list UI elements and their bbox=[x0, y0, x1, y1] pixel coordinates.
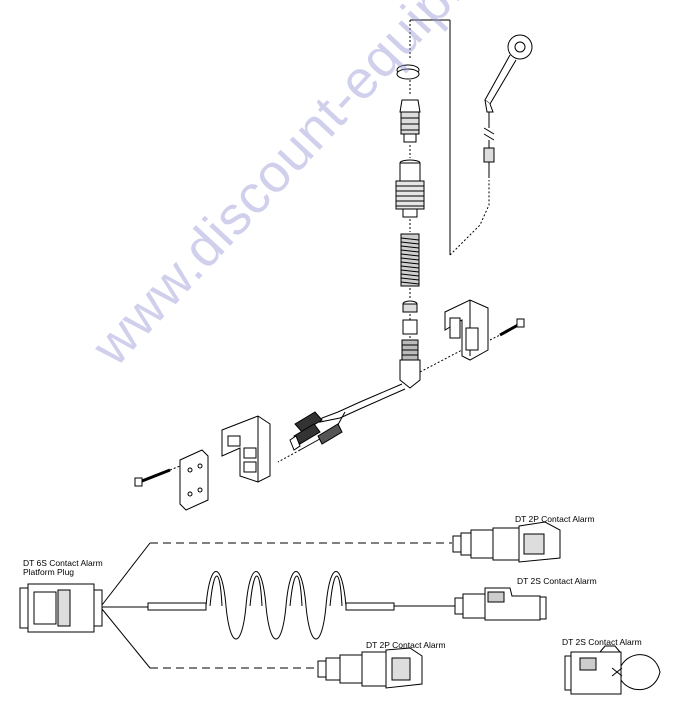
dt2s-connector-right bbox=[564, 645, 661, 695]
label-dt2p-bottom: DT 2P Contact Alarm bbox=[366, 640, 446, 650]
left-screw bbox=[134, 465, 181, 487]
mounting-tube bbox=[395, 159, 425, 218]
cable-plugs bbox=[289, 411, 343, 451]
platform-plug-connector bbox=[19, 583, 103, 633]
mounting-plate bbox=[179, 449, 209, 511]
branch-line-top bbox=[101, 542, 151, 606]
coiled-cable bbox=[147, 571, 455, 640]
right-bracket bbox=[444, 299, 489, 361]
small-nut bbox=[402, 300, 418, 313]
switch-body bbox=[399, 339, 421, 389]
dt2p-connector-bottom bbox=[317, 647, 423, 689]
label-dt2s-right: DT 2S Contact Alarm bbox=[562, 637, 642, 647]
right-screw bbox=[489, 318, 525, 341]
bushing bbox=[402, 319, 418, 335]
spring bbox=[400, 233, 420, 287]
label-platform-plug-line1: DT 6S Contact Alarm bbox=[23, 558, 103, 568]
lever-arm bbox=[483, 34, 533, 178]
left-bracket bbox=[221, 415, 271, 483]
label-platform-plug-line2: Platform Plug bbox=[23, 567, 75, 577]
switch-connector bbox=[399, 99, 421, 143]
snap-ring bbox=[396, 64, 420, 80]
dt2s-connector-middle bbox=[454, 587, 547, 621]
label-dt2p-top: DT 2P Contact Alarm bbox=[515, 514, 595, 524]
dt2p-connector-top bbox=[452, 521, 561, 563]
label-dt2s-middle: DT 2S Contact Alarm bbox=[517, 576, 597, 586]
branch-line-bottom bbox=[101, 608, 151, 669]
